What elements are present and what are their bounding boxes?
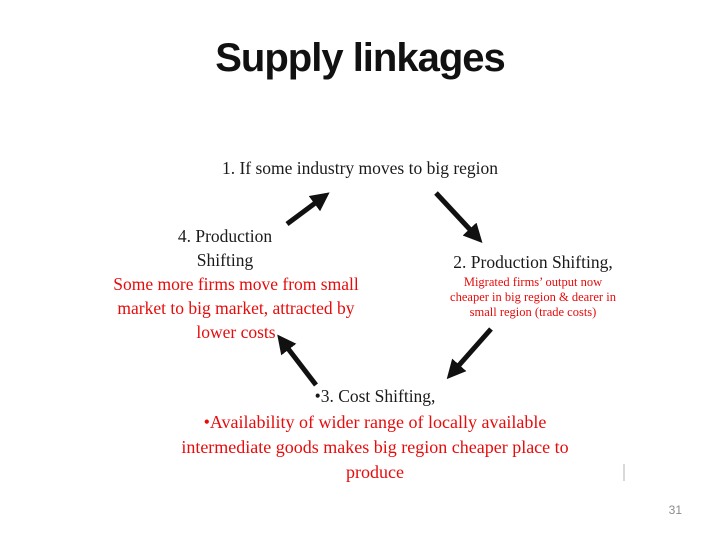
stray-caret-mark [623, 464, 625, 481]
step-1: 1. If some industry moves to big region [0, 156, 720, 180]
step-4-heading: 4. Production Shifting [177, 226, 273, 270]
step-2: 2. Production Shifting, Migrated firms’ … [428, 250, 638, 320]
step-3-heading: •3. Cost Shifting, [314, 386, 436, 406]
slide-title: Supply linkages [215, 36, 506, 80]
step-4-detail: Some more firms move from small market t… [113, 274, 359, 342]
step-2-detail: Migrated firms’ output now cheaper in bi… [450, 275, 616, 319]
arrow-down-right-icon [434, 191, 483, 243]
step-3-detail: •Availability of wider range of locally … [181, 412, 569, 482]
arrow-down-left-icon [446, 327, 493, 380]
arrow-up-left-icon [277, 334, 318, 387]
step-2-heading: 2. Production Shifting, [453, 252, 613, 272]
arrow-up-right-icon [285, 192, 330, 227]
page-number: 31 [668, 503, 682, 517]
step-1-heading: 1. If some industry moves to big region [221, 158, 499, 178]
step-3: •3. Cost Shifting, •Availability of wide… [155, 384, 595, 485]
step-4: 4. Production Shifting Some more firms m… [86, 224, 386, 344]
